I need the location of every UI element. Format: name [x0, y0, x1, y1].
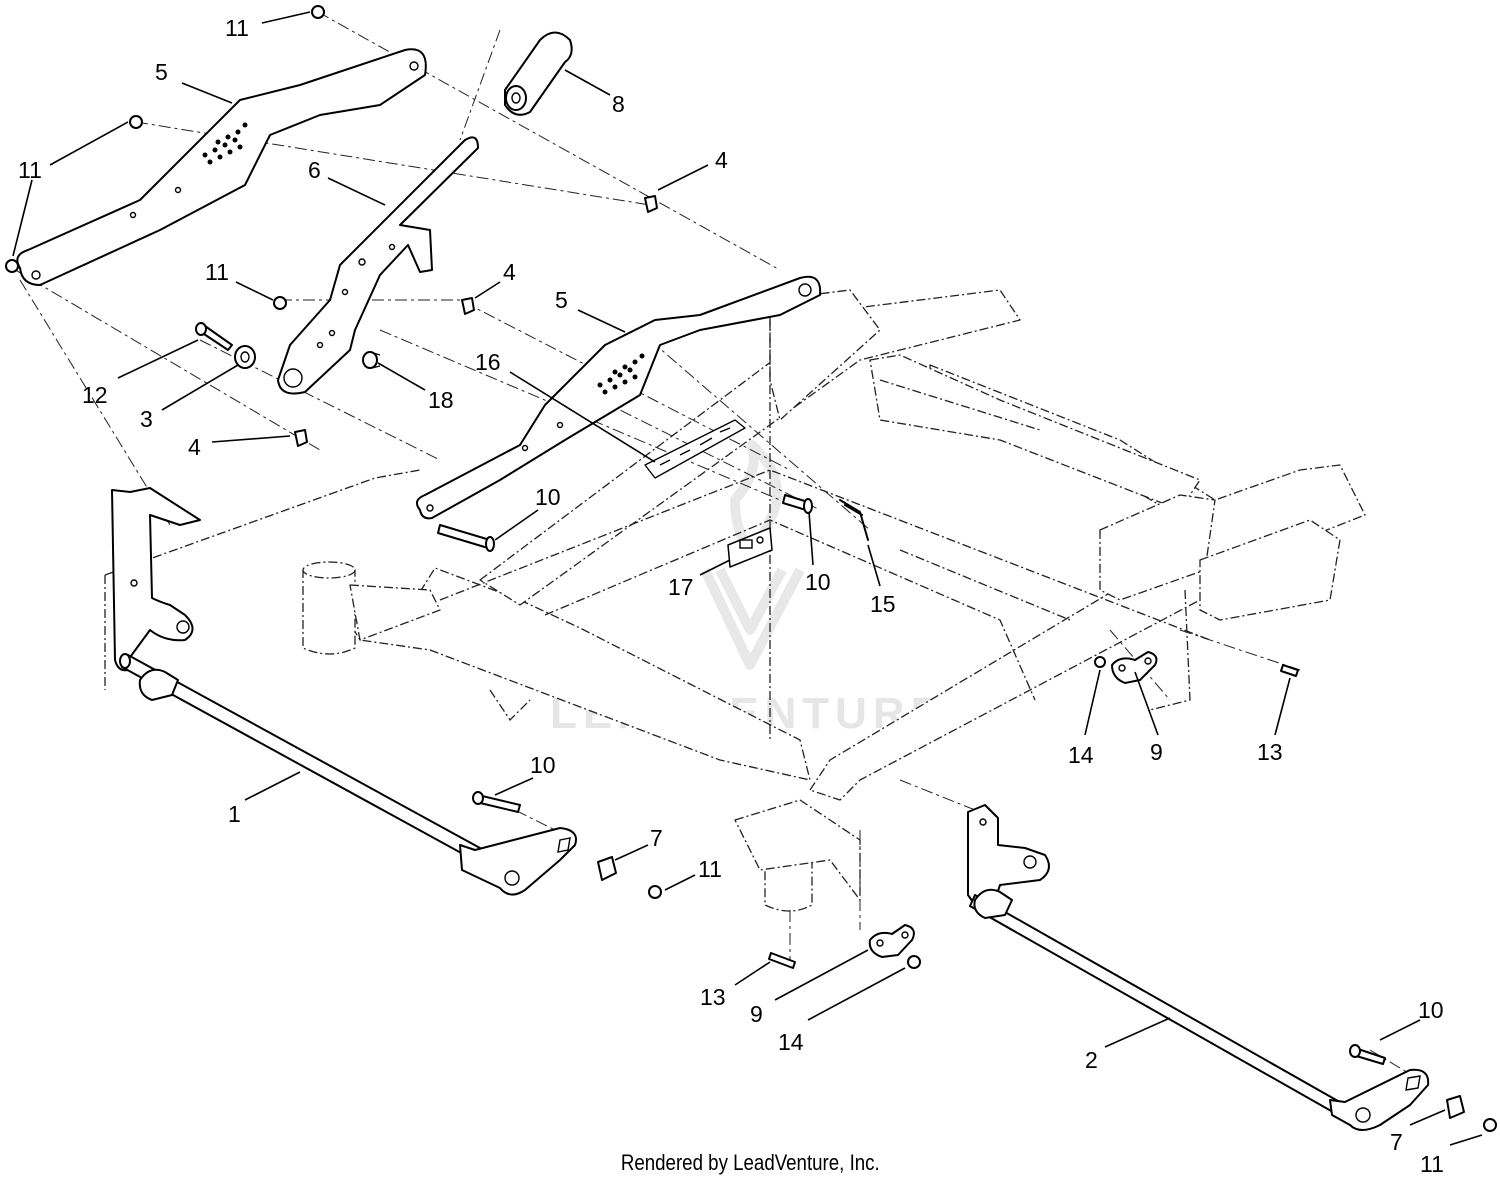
frame-center-plane-line-1 — [439, 469, 1211, 641]
part-1-clamp — [138, 668, 179, 701]
part-3-bushing — [234, 345, 256, 369]
part-2-tube — [969, 894, 1346, 1117]
callout-4: 4 — [503, 259, 516, 285]
part-9-clamp-front — [868, 924, 915, 958]
callout-4: 4 — [188, 434, 201, 460]
callout-14: 14 — [778, 1029, 804, 1055]
part-5b-hole-pattern — [597, 353, 645, 395]
part-1-arm — [459, 827, 577, 896]
part-11-nut-top — [311, 5, 325, 19]
mower-frame-phantom — [104, 289, 1366, 912]
frame-center-plane-line-4 — [879, 379, 1071, 621]
frame-left-caster-arm — [349, 584, 441, 641]
part-2-arm — [1329, 1068, 1430, 1131]
callout-4: 4 — [715, 147, 728, 173]
part-1-bracket — [111, 487, 201, 672]
callout-2: 2 — [1085, 1047, 1098, 1073]
part-7-spacer-left — [597, 856, 617, 881]
callout-8: 8 — [612, 91, 625, 117]
clamp-hardware — [768, 651, 1299, 969]
part-15-hairpin — [839, 499, 869, 541]
callout-11: 11 — [205, 259, 229, 285]
callout-11: 11 — [1420, 1151, 1444, 1177]
callout-13: 13 — [1257, 739, 1283, 765]
frame-bottom-tab-left — [489, 689, 531, 722]
part-13-bolt-right — [1280, 664, 1299, 677]
lower-hardware — [597, 856, 1497, 1132]
callout-6: 6 — [308, 157, 321, 183]
part-11-nut-center — [273, 296, 287, 310]
part-8-handle-grip — [504, 31, 573, 116]
callout-11: 11 — [18, 157, 42, 183]
callout-11: 11 — [698, 856, 722, 882]
part-13-bolt-front — [768, 952, 796, 969]
part-2-lift-shaft-right — [967, 804, 1430, 1131]
part-12-bolt — [195, 322, 233, 351]
part-5-bracket-left — [16, 48, 427, 286]
callout-10: 10 — [530, 752, 556, 778]
callout-9: 9 — [1150, 739, 1163, 765]
frame-rear-plate — [869, 354, 1201, 511]
part-5-bracket-right — [415, 275, 822, 520]
part-4-spacer-lower — [294, 429, 308, 447]
callout-13: 13 — [700, 984, 726, 1010]
part-4-spacer-top — [644, 195, 658, 213]
callout-12: 12 — [82, 382, 108, 408]
callout-10: 10 — [805, 569, 831, 595]
callout-numbers: 11 5 8 11 6 4 11 4 5 12 3 18 16 4 10 17 … — [18, 15, 1444, 1177]
callout-1: 1 — [228, 801, 241, 827]
callout-3: 3 — [140, 406, 153, 432]
frame-right-bracket — [1199, 519, 1341, 621]
part-14-nut-right — [1094, 656, 1106, 668]
part-11-nut-lower-right — [1483, 1118, 1497, 1132]
frame-side-box — [769, 289, 881, 421]
small-hardware — [5, 5, 658, 447]
part-11-nut-upper-left — [129, 115, 143, 129]
callout-16: 16 — [475, 349, 501, 375]
callout-10: 10 — [1418, 997, 1444, 1023]
part-2-clamp — [973, 888, 1013, 919]
frame-right-rail — [809, 464, 1366, 801]
part-1-lift-shaft-left — [111, 487, 577, 896]
part-11-nut-lower-left — [648, 885, 662, 899]
frame-left-bracket — [104, 469, 421, 690]
part-6-lever — [277, 136, 479, 395]
part-4-spacer-middle — [461, 297, 475, 315]
part-11-nut-left — [5, 259, 19, 273]
part-14-nut-front — [907, 955, 921, 969]
callout-7: 7 — [650, 825, 663, 851]
callout-15: 15 — [870, 591, 896, 617]
frame-bottom-tab-right — [1149, 589, 1191, 711]
part-17-label-decal — [727, 527, 773, 568]
callout-5: 5 — [555, 287, 568, 313]
callout-11: 11 — [225, 15, 249, 41]
part-10-pin-a — [437, 524, 491, 549]
frame-left-caster-tube — [302, 564, 356, 655]
callout-14: 14 — [1068, 742, 1094, 768]
part-10-pins — [437, 494, 1386, 1065]
frame-left-caster-top — [302, 561, 356, 579]
part-7-spacer-right — [1446, 1095, 1465, 1119]
callout-10: 10 — [535, 484, 561, 510]
footer-credit-text: Rendered by LeadVenture, Inc. — [620, 1150, 880, 1175]
part-5-hole-pattern — [202, 122, 248, 165]
part-16-decal — [644, 419, 746, 479]
callout-5: 5 — [155, 59, 168, 85]
leader-lines — [12, 11, 1483, 1146]
callout-7: 7 — [1390, 1129, 1403, 1155]
callout-18: 18 — [428, 387, 454, 413]
callout-17: 17 — [668, 574, 694, 600]
frame-center-plane-line-2 — [544, 519, 1036, 701]
footer-credit: Rendered by LeadVenture, Inc. — [0, 1150, 1500, 1176]
part-18-pin — [362, 351, 381, 369]
callout-9: 9 — [750, 1001, 763, 1027]
